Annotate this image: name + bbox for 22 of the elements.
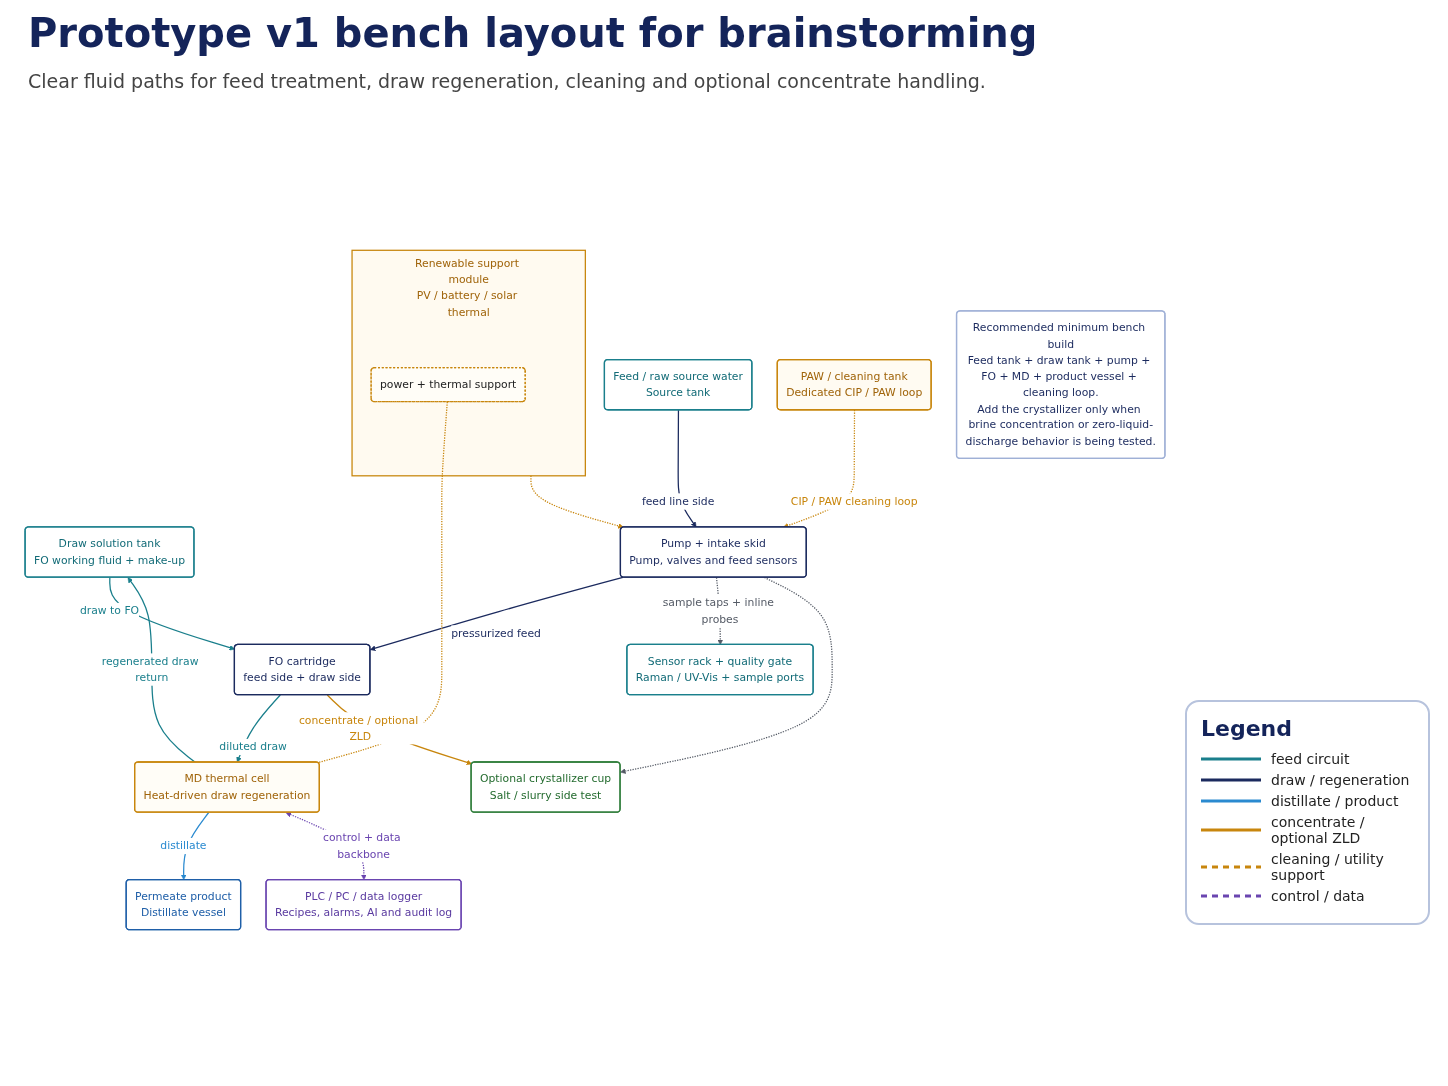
legend-label: cleaning / utility support	[1271, 851, 1385, 883]
legend-label: concentrate / optional ZLD	[1271, 814, 1366, 846]
legend-label: feed circuit	[1271, 751, 1350, 767]
legend-label: draw / regeneration	[1271, 772, 1410, 788]
connector	[317, 401, 448, 764]
edge-label: diluted draw	[219, 739, 287, 753]
edge-label: draw to FO	[79, 603, 140, 617]
edge-label: concentrate / optional ZLD	[298, 713, 419, 743]
legend-title: Legend	[1201, 716, 1294, 741]
legend-label: distillate / product	[1271, 793, 1399, 809]
edge-label: regenerated draw return	[101, 654, 199, 684]
legend-label: control / data	[1271, 888, 1365, 904]
edge-label: pressurized feed	[451, 626, 541, 640]
edge-label: CIP / PAW cleaning loop	[790, 494, 918, 508]
arrow	[530, 475, 624, 529]
edge-label: control + data backbone	[323, 830, 401, 860]
edge-label: distillate	[160, 839, 207, 852]
arrow	[369, 576, 624, 651]
subtitle: Clear fluid paths for feed treatment, draw regeneration, cleaning and optional concentrate handling.	[28, 70, 986, 92]
edge-label: feed line side	[641, 494, 715, 508]
edge-label: sample taps + inline probes	[662, 595, 774, 625]
title: Prototype v1 bench layout for brainstorming	[28, 10, 1038, 56]
